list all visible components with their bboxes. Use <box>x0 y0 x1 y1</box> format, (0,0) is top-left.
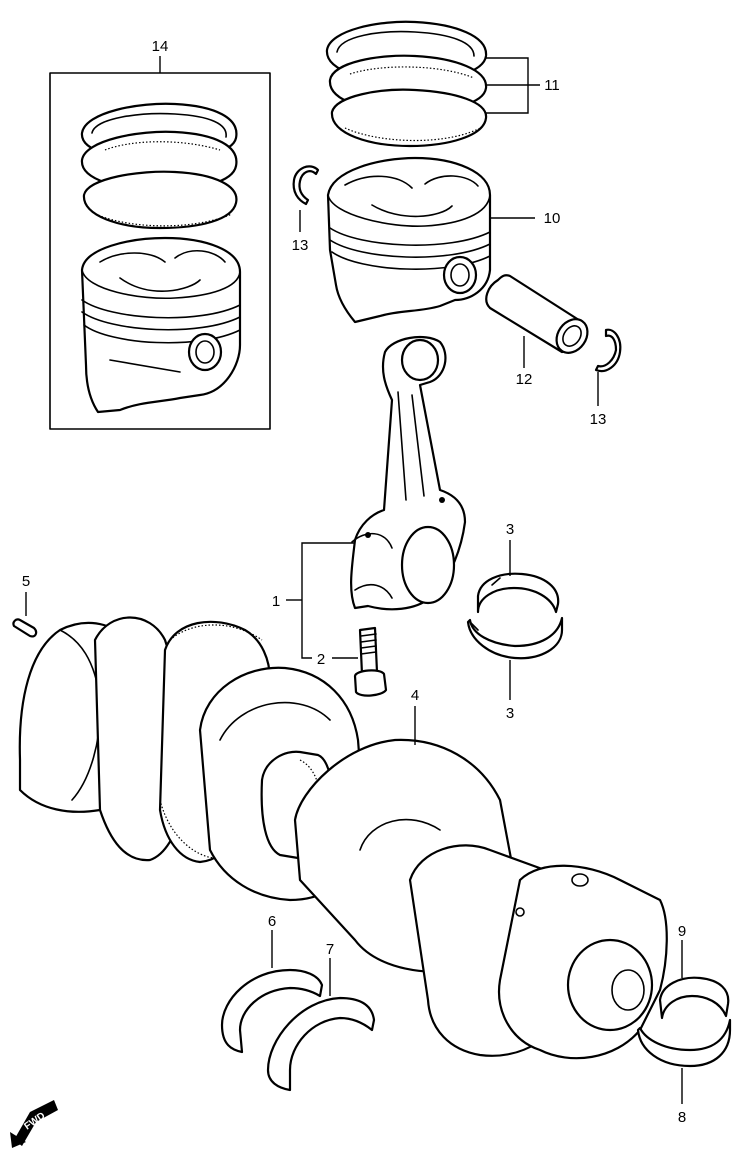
callout-11: 11 <box>544 77 560 94</box>
main-bearing-lower <box>636 1018 732 1104</box>
piston-rings <box>325 20 488 148</box>
crankpin-bearing-lower <box>466 616 564 700</box>
callout-13-upper: 13 <box>292 237 309 254</box>
rings-leader <box>486 57 540 114</box>
callout-6: 6 <box>268 913 276 930</box>
piston-set-piston <box>80 236 242 414</box>
callout-5: 5 <box>22 573 30 590</box>
dowel-pin <box>12 592 38 638</box>
circlip-lower <box>594 328 622 406</box>
callout-2: 2 <box>317 651 325 668</box>
callout-3-upper: 3 <box>506 521 514 538</box>
callout-12: 12 <box>516 371 533 388</box>
piston-set-rings <box>80 102 238 230</box>
crankshaft <box>18 616 668 1060</box>
callout-7: 7 <box>326 941 334 958</box>
callout-13-lower: 13 <box>590 411 607 428</box>
callout-10: 10 <box>544 210 561 227</box>
connecting-rod <box>350 335 467 611</box>
callout-14: 14 <box>152 38 169 55</box>
piston-pin <box>485 274 589 368</box>
callout-4: 4 <box>411 687 419 704</box>
main-bearing-upper <box>658 940 730 1020</box>
crankpin-bearing-upper <box>476 540 560 614</box>
connecting-rod-bolt <box>332 626 388 697</box>
callout-3-lower: 3 <box>506 705 514 722</box>
thrust-bearing-right <box>266 958 376 1092</box>
callout-9: 9 <box>678 923 686 940</box>
piston <box>326 156 535 324</box>
callout-8: 8 <box>678 1109 686 1126</box>
circlip-upper <box>292 165 320 232</box>
connecting-rod-leader <box>286 542 355 659</box>
callout-1: 1 <box>272 593 280 610</box>
forward-arrow-icon: FWD <box>10 1100 58 1148</box>
thrust-bearing-left <box>220 930 324 1054</box>
piston-set-box <box>49 56 271 430</box>
